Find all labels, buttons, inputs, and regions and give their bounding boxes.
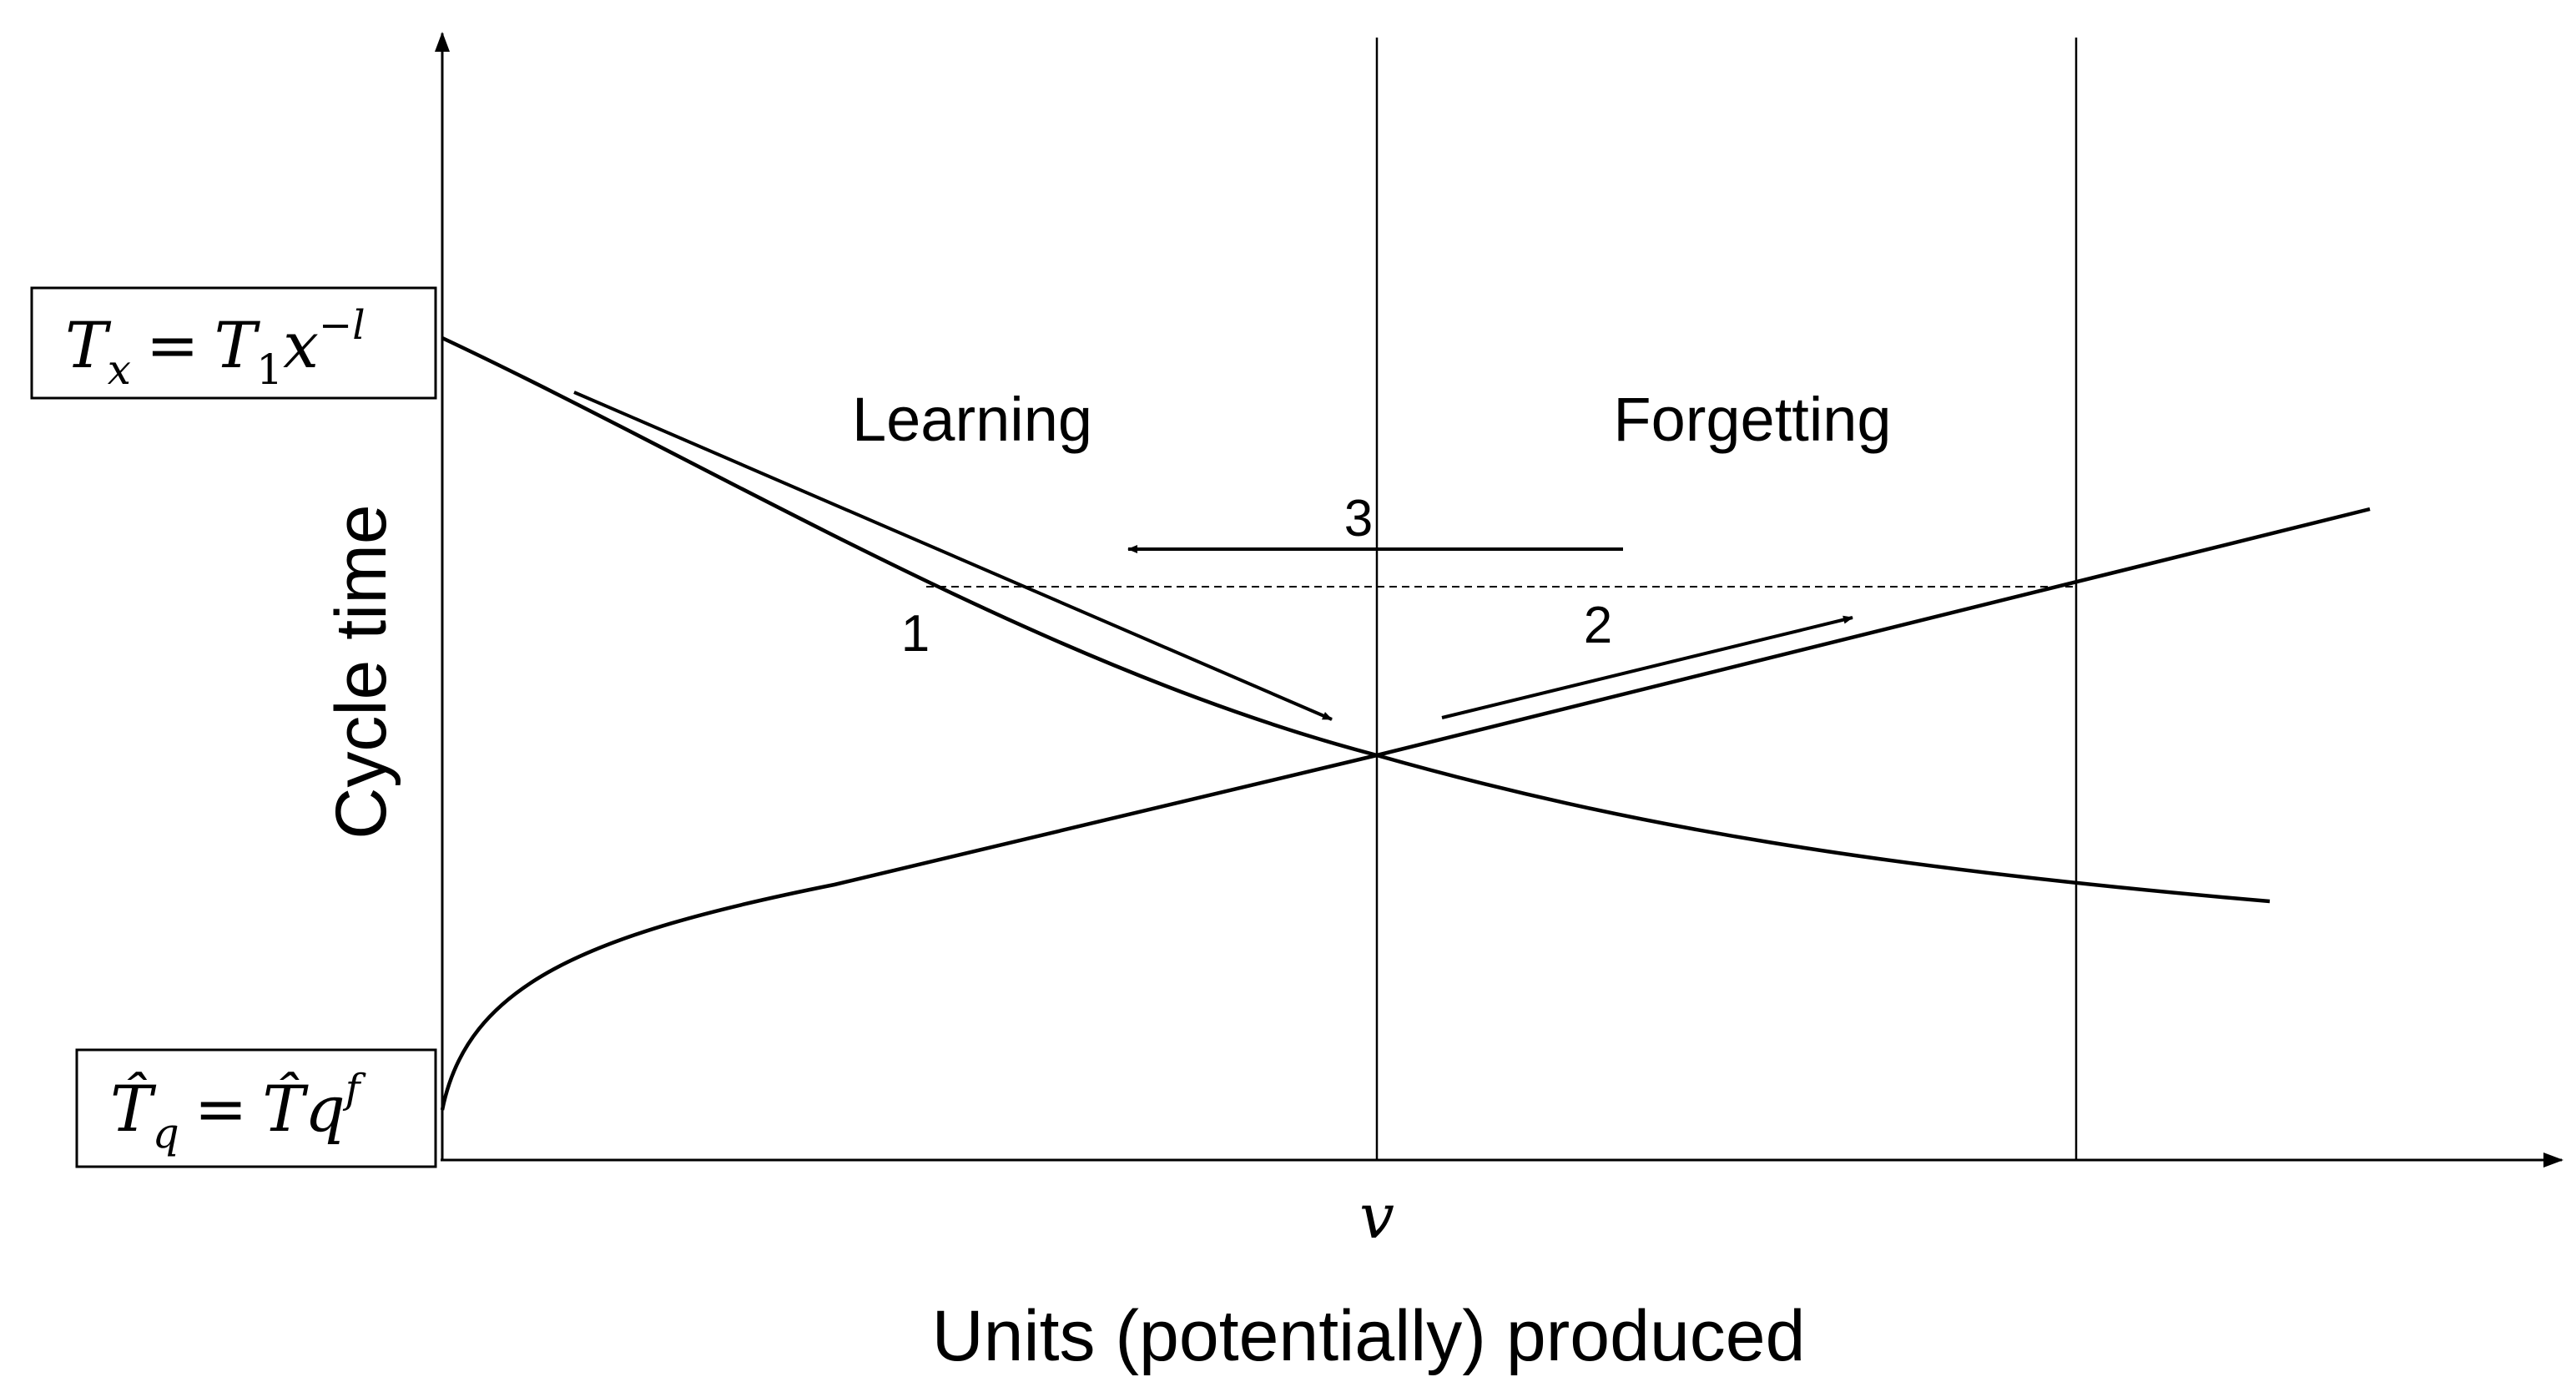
forgetting-formula-box: T̂q=T̂qf bbox=[75, 1048, 437, 1168]
learning-region-label: Learning bbox=[852, 385, 1092, 454]
arrow-1 bbox=[573, 391, 1333, 721]
step-1-label: 1 bbox=[901, 605, 930, 663]
forgetting-region-label: Forgetting bbox=[1613, 385, 1891, 454]
step-2-label: 2 bbox=[1584, 597, 1612, 654]
forgetting-formula: T̂q=T̂qf bbox=[110, 1066, 366, 1158]
step-3-label: 3 bbox=[1344, 490, 1373, 547]
learning-formula: Tx=T1x−l bbox=[65, 302, 365, 394]
x-axis-label: Units (potentially) produced bbox=[932, 1296, 1806, 1376]
forgetting-curve bbox=[440, 507, 2371, 1111]
learning-formula-box: Tx=T1x−l bbox=[30, 286, 437, 400]
x-tick-v: v bbox=[1359, 1181, 1394, 1253]
y-axis-label: Cycle time bbox=[321, 504, 401, 839]
arrow-2 bbox=[1441, 615, 1853, 719]
learning-curve bbox=[441, 335, 2271, 904]
